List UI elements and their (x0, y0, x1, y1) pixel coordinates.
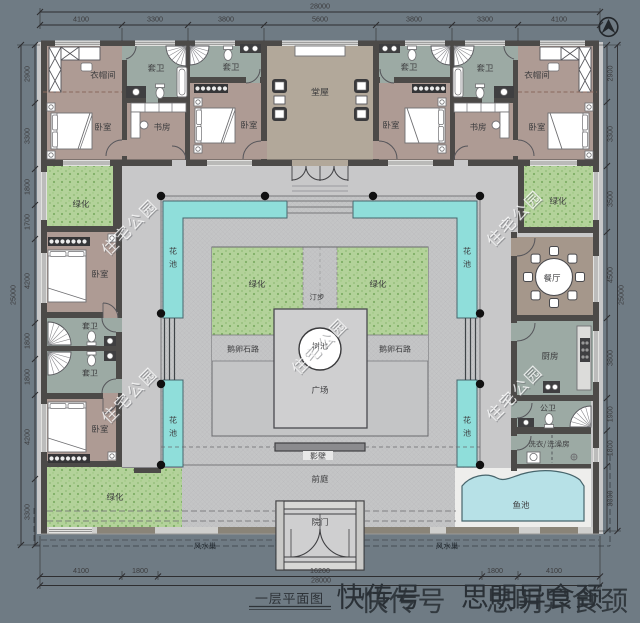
svg-text:4100: 4100 (551, 15, 567, 24)
svg-text:3500: 3500 (606, 191, 615, 207)
svg-text:3800: 3800 (606, 350, 615, 366)
svg-text:1800: 1800 (487, 566, 503, 575)
svg-text:28000: 28000 (311, 576, 331, 585)
svg-text:2900: 2900 (606, 66, 615, 82)
svg-text:4500: 4500 (606, 267, 615, 283)
svg-text:3800: 3800 (218, 15, 234, 24)
svg-text:4200: 4200 (23, 273, 32, 289)
svg-text:3300: 3300 (23, 504, 32, 520)
svg-text:1900: 1900 (606, 406, 615, 422)
svg-text:3300: 3300 (606, 491, 615, 507)
svg-text:1800: 1800 (132, 566, 148, 575)
svg-text:25000: 25000 (9, 285, 18, 305)
svg-text:4100: 4100 (73, 566, 89, 575)
svg-text:3800: 3800 (406, 15, 422, 24)
svg-text:1800: 1800 (23, 179, 32, 195)
svg-text:4100: 4100 (546, 566, 562, 575)
svg-text:5600: 5600 (312, 15, 328, 24)
svg-text:25000: 25000 (617, 285, 626, 305)
svg-text:3300: 3300 (606, 126, 615, 142)
svg-text:3300: 3300 (477, 15, 493, 24)
svg-text:3300: 3300 (147, 15, 163, 24)
svg-text:1800: 1800 (606, 440, 615, 456)
svg-text:4200: 4200 (23, 429, 32, 445)
svg-text:1700: 1700 (23, 214, 32, 230)
svg-text:28000: 28000 (310, 2, 330, 11)
svg-text:3300: 3300 (23, 128, 32, 144)
svg-text:4100: 4100 (73, 15, 89, 24)
svg-text:1800: 1800 (23, 333, 32, 349)
svg-text:1800: 1800 (23, 369, 32, 385)
svg-text:16200: 16200 (310, 566, 330, 575)
svg-text:2900: 2900 (23, 66, 32, 82)
